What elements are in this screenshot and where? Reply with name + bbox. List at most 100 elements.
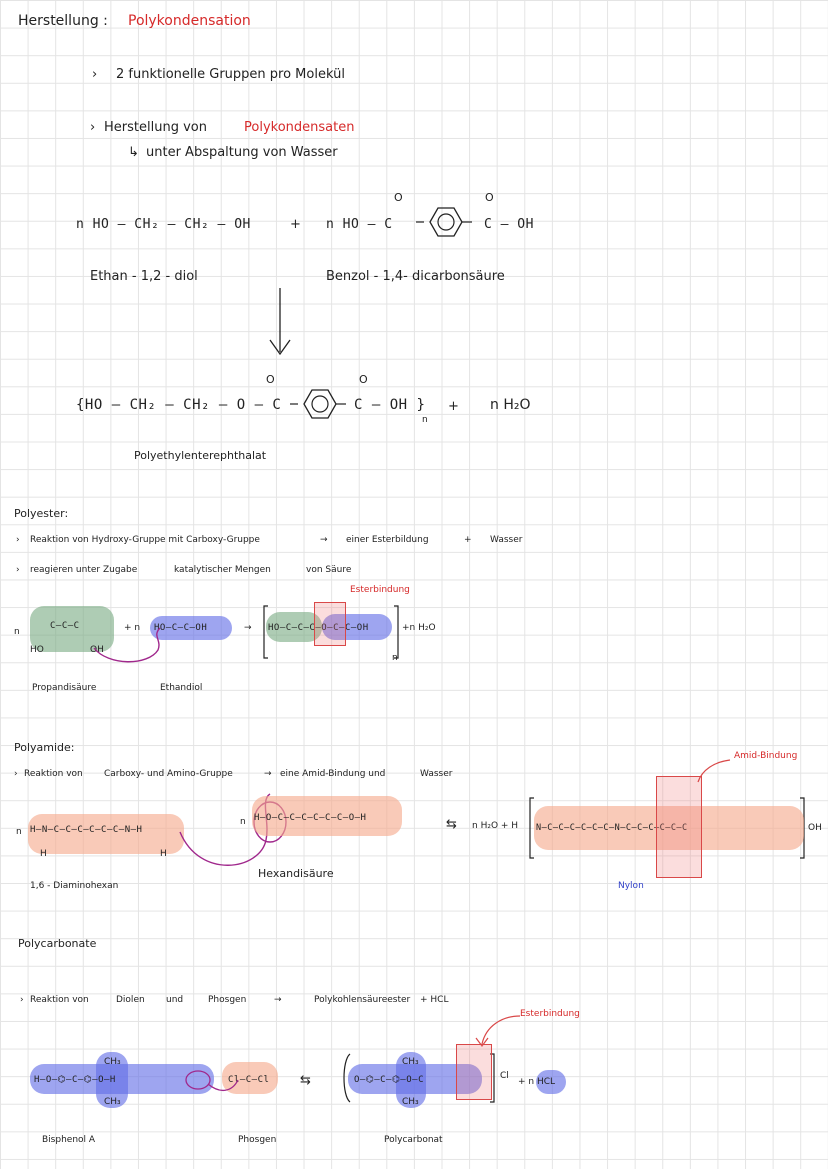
polyester-line-1: Reaktion von Hydroxy-Gruppe mit Carboxy-… <box>30 535 260 545</box>
page-title-method: Polykondensation <box>128 13 251 29</box>
bracket-icon <box>343 1053 495 1103</box>
bullet-icon: › <box>90 120 96 135</box>
highlight-blue <box>96 1052 128 1108</box>
equilibrium-icon: ⇆ <box>300 1073 311 1088</box>
bracket-icon <box>529 797 805 859</box>
pet-oxygen-4: O <box>359 373 368 386</box>
polyester-product-formula: HO–C–C–C–O–C–C–OH <box>268 623 369 633</box>
polyamide-diamine-formula: H–N–C–C–C–C–C–C–N–H <box>30 825 143 835</box>
polycarbonate-line-1-c: und <box>166 995 184 1005</box>
pet-oxygen-3: O <box>266 373 275 386</box>
highlight-blue <box>536 1070 566 1094</box>
polycarbonate-ch3-bottom: CH₃ <box>402 1097 419 1107</box>
pet-reactant-2-name: Benzol - 1,4- dicarbonsäure <box>326 269 505 284</box>
intro-point-2: Herstellung von <box>104 120 207 135</box>
polyamide-line-1-b: Carboxy- und Amino-Gruppe <box>104 769 233 779</box>
highlight-blue <box>322 614 392 640</box>
bullet-icon: › <box>20 995 24 1005</box>
pet-reactant-1: n HO – CH₂ – CH₂ – OH <box>76 217 251 232</box>
pet-oxygen-1: O <box>394 191 403 204</box>
amide-bond-box <box>656 776 702 878</box>
polyester-water: +n H₂O <box>402 623 436 633</box>
polyester-line-1-product: einer Esterbildung <box>346 535 429 545</box>
arrow-right-icon: → <box>274 995 282 1005</box>
pet-reactant-2-prefix: n HO – C <box>326 217 393 232</box>
bullet-icon: › <box>92 67 98 82</box>
polyamide-acid-formula: H–O–C–C–C–C–C–C–O–H <box>254 813 367 823</box>
pet-water: n H₂O <box>490 397 531 413</box>
bullet-icon: › <box>16 565 20 575</box>
pet-product-suffix: C – OH } <box>354 397 426 413</box>
polyester-oh-right: OH <box>90 645 104 655</box>
condensation-connector <box>93 627 161 663</box>
pet-plus: + <box>290 217 301 232</box>
polyamide-n-mid: n <box>240 817 246 827</box>
polycarbonate-line-1-f: + HCL <box>420 995 449 1005</box>
benzene-ring-icon <box>416 207 472 237</box>
sub-bullet-icon: ↳ <box>128 145 139 160</box>
arrow-right-icon: → <box>264 769 272 779</box>
polyamide-line-1-c: eine Amid-Bindung und <box>280 769 386 779</box>
polyamide-line-1-water: Wasser <box>420 769 453 779</box>
pet-reactant-1-name: Ethan - 1,2 - diol <box>90 269 198 284</box>
phosgene-formula: Cl–C–Cl <box>228 1075 270 1085</box>
polyester-acid-formula: C–C–C <box>50 621 80 631</box>
bisphenol-ch3-top: CH₃ <box>104 1057 121 1067</box>
pet-product-name: Polyethylenterephthalat <box>134 449 267 462</box>
bisphenol-name: Bisphenol A <box>42 1135 96 1145</box>
polyester-n-subscript: n <box>392 653 398 663</box>
ester-bond-label: Esterbindung <box>350 585 410 595</box>
polycarbonate-ch3-top: CH₃ <box>402 1057 419 1067</box>
polyester-line-2-b: katalytischer Mengen <box>174 565 271 575</box>
polyester-n-2: + n <box>124 623 141 633</box>
ester-bond-pointer <box>475 1015 521 1047</box>
polyester-line-2-c: von Säure <box>306 565 352 575</box>
polycarbonate-hcl: + n HCL <box>518 1077 556 1087</box>
polyester-n-1: n <box>14 627 20 637</box>
condensation-connector <box>185 1070 239 1091</box>
polycarbonate-line-1-e: Polykohlensäureester <box>314 995 411 1005</box>
ester-bond-box <box>314 602 346 646</box>
arrow-right-icon: → <box>244 623 252 633</box>
intro-point-1: 2 funktionelle Gruppen pro Molekül <box>116 67 345 82</box>
page-title: Herstellung : <box>18 13 108 29</box>
polyester-diol-name: Ethandiol <box>160 683 203 693</box>
pet-reactant-2-suffix: C – OH <box>484 217 534 232</box>
bisphenol-formula: H–O–⌬–C–⌬–O–H <box>34 1075 116 1085</box>
polycarbonate-formula: O–⌬–C–⌬–O–C <box>354 1075 424 1085</box>
polyester-line-1-plus: + <box>464 535 472 545</box>
benzene-ring-icon <box>290 389 346 419</box>
highlight-orange <box>252 796 402 836</box>
polyamide-water-part: n H₂O + H <box>472 821 519 831</box>
ester-bond-box <box>456 1044 492 1100</box>
polyamide-h-right: H <box>160 849 167 859</box>
arrow-right-icon: → <box>320 535 328 545</box>
amide-bond-pointer <box>697 759 731 783</box>
highlight-orange <box>534 806 804 850</box>
highlight-orange <box>28 814 184 854</box>
polycarbonate-line-1: Reaktion von <box>30 995 89 1005</box>
polycarbonate-name: Polycarbonat <box>384 1135 443 1145</box>
polyester-heading: Polyester: <box>14 507 69 520</box>
bullet-icon: › <box>14 769 18 779</box>
polyester-acid-name: Propandisäure <box>32 683 97 693</box>
polyamide-polymer-formula: N–C–C–C–C–C–C–N–C–C–C–C–C–C <box>536 823 688 833</box>
intro-point-2-highlight: Polykondensaten <box>244 120 355 135</box>
pet-n-subscript: n <box>422 415 428 425</box>
highlight-blue <box>150 616 232 640</box>
pet-product-prefix: {HO – CH₂ – CH₂ – O – C <box>76 397 282 413</box>
polyester-line-1-water: Wasser <box>490 535 523 545</box>
reaction-arrow-down-icon <box>269 288 291 356</box>
polyamide-heading: Polyamide: <box>14 741 75 754</box>
phosgene-name: Phosgen <box>238 1135 277 1145</box>
highlight-blue <box>396 1052 426 1108</box>
intro-point-3: unter Abspaltung von Wasser <box>146 145 338 160</box>
polyamide-n-left: n <box>16 827 22 837</box>
polycarbonate-line-1-d: Phosgen <box>208 995 247 1005</box>
equilibrium-icon: ⇆ <box>446 817 457 832</box>
polyamide-polymer-name: Nylon <box>618 881 644 891</box>
polyamide-h-left: H <box>40 849 47 859</box>
polycarbonate-heading: Polycarbonate <box>18 937 97 950</box>
bullet-icon: › <box>16 535 20 545</box>
pet-product-plus: + <box>448 399 459 414</box>
